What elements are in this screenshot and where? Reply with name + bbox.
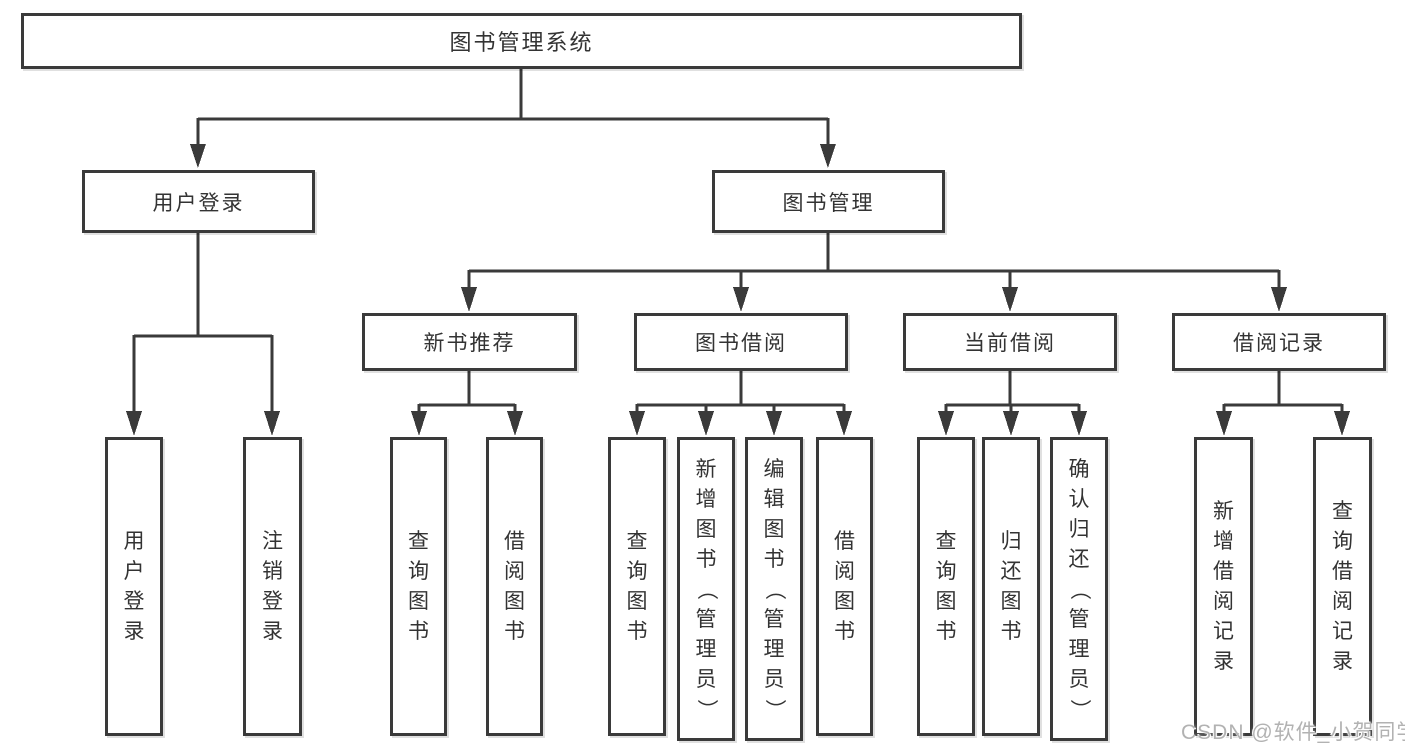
arrowhead xyxy=(698,411,714,436)
node-new-book-recommendation: 新书推荐 xyxy=(362,313,577,371)
node-book-management: 图书管理 xyxy=(712,170,945,233)
arrowhead xyxy=(461,287,477,312)
leaf-current-confirm-return-admin: 确认归还（管理员） xyxy=(1050,437,1108,741)
node-user-login: 用户登录 xyxy=(82,170,315,233)
arrowhead xyxy=(411,411,427,436)
arrowhead xyxy=(733,287,749,312)
leaf-current-query-books: 查询图书 xyxy=(917,437,975,736)
arrowhead xyxy=(1334,411,1350,436)
arrowhead xyxy=(507,411,523,436)
leaf-records-query-borrow-record: 查询借阅记录 xyxy=(1313,437,1372,736)
leaf-borrowing-add-books-admin: 新增图书（管理员） xyxy=(677,437,735,741)
node-current-borrowing: 当前借阅 xyxy=(903,313,1117,371)
leaf-records-add-borrow-record: 新增借阅记录 xyxy=(1194,437,1253,736)
arrowhead xyxy=(1002,287,1018,312)
leaf-newbook-borrow-books: 借阅图书 xyxy=(486,437,543,736)
arrowhead xyxy=(938,411,954,436)
arrowhead xyxy=(190,144,206,168)
csdn-watermark: CSDN @软件_小贺同学 xyxy=(1181,721,1405,744)
node-book-borrowing: 图书借阅 xyxy=(634,313,848,371)
arrowhead xyxy=(629,411,645,436)
arrowhead xyxy=(126,411,142,436)
node-borrowing-records: 借阅记录 xyxy=(1172,313,1386,371)
leaf-borrowing-edit-books-admin: 编辑图书（管理员） xyxy=(745,437,803,741)
arrowhead xyxy=(1216,411,1232,436)
node-library-management-system: 图书管理系统 xyxy=(21,13,1022,69)
leaf-borrowing-query-books: 查询图书 xyxy=(608,437,666,736)
arrowhead xyxy=(1271,287,1287,312)
leaf-current-return-books: 归还图书 xyxy=(982,437,1040,736)
arrowhead xyxy=(766,411,782,436)
arrowhead xyxy=(264,411,280,436)
leaf-logout-login: 注销登录 xyxy=(243,437,302,736)
leaf-newbook-query-books: 查询图书 xyxy=(390,437,447,736)
arrowhead xyxy=(836,411,852,436)
leaf-user-login: 用户登录 xyxy=(105,437,163,736)
arrowhead xyxy=(820,144,836,168)
leaf-borrowing-borrow-books: 借阅图书 xyxy=(816,437,873,736)
arrowhead xyxy=(1071,411,1087,436)
arrowhead xyxy=(1003,411,1019,436)
